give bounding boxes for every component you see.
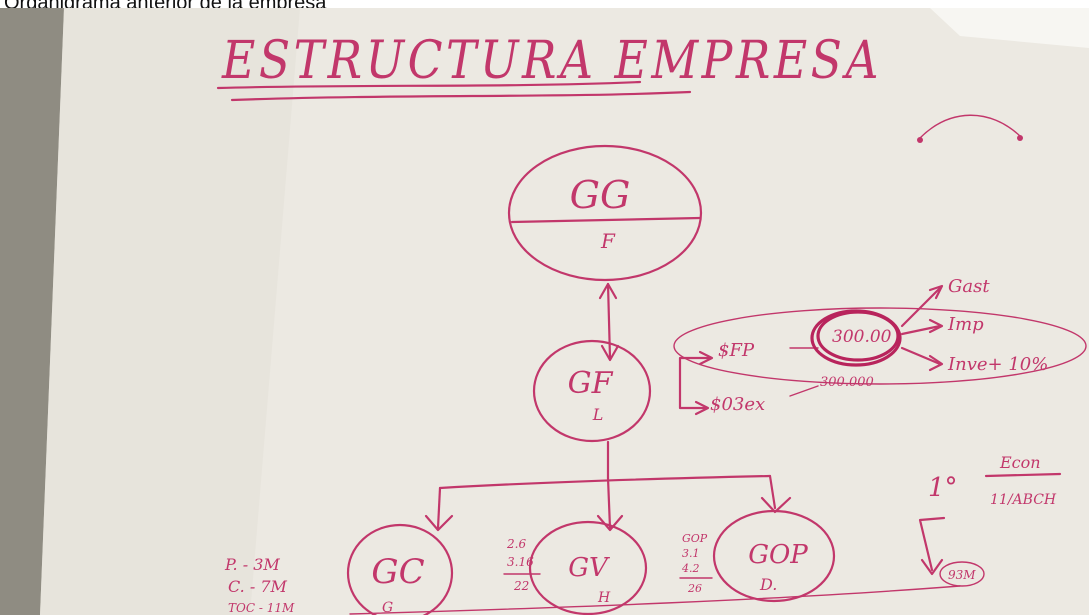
arrowhead-fp [698,350,714,366]
arrowhead-imp [928,318,944,334]
node-gc-sub: G [382,600,393,615]
arrowhead-03ex [694,400,710,416]
output-inve: Inve+ 10% [947,354,1048,375]
paper-sheet [40,8,1089,615]
finance-bubble [673,307,1087,385]
node-gf-label: GF [568,366,614,401]
amount-outputs [900,286,942,366]
whiteboard-photo: ESTRUCTURA EMPRESA GG F GF L $FP $03ex 3… [0,8,1089,615]
arrowhead-up [598,282,618,300]
node-gv-sub: H [597,590,611,606]
left-note-3: TOC - 11M [228,601,295,615]
gop-note-4: 26 [687,582,702,595]
node-gop-label: GOP [748,540,808,570]
node-gop-circle [712,509,836,603]
finance-bottom-amount: 300.000 [820,375,874,390]
tape-corner [930,8,1089,48]
node-gc-circle [346,523,454,615]
tree-leg-gc [436,486,442,530]
finance-amount: 300.00 [832,327,892,347]
right-tag: 93M [948,568,976,582]
arrow-gg-gf [606,282,612,360]
output-imp: Imp [947,314,984,335]
arrowhead-down [600,344,620,362]
scribble-dot-right [1017,135,1023,141]
right-tag-circle [939,561,985,587]
right-fraction-bar [984,472,1062,478]
tree-leg-gop [768,474,777,510]
node-gf-circle [532,339,652,443]
left-note-2: C. - 7M [228,577,288,596]
whiteboard-drawing: ESTRUCTURA EMPRESA GG F GF L $FP $03ex 3… [0,8,1089,615]
gv-note-3: 22 [513,579,529,593]
gop-note-3: 4.2 [681,562,700,575]
node-gv-circle [528,520,648,615]
node-gg-circle [507,144,703,282]
title-underline-2 [216,80,642,90]
gv-note-2: 3.16 [507,555,534,569]
node-gg-sub: F [600,229,616,253]
gop-note-2: 3.1 [682,547,700,560]
right-hook-arrowhead [920,558,944,576]
output-gast: Gast [948,276,990,297]
gop-note-1: GOP [682,532,708,545]
node-gg-label: GG [570,173,631,217]
arrowhead-gc [424,514,454,532]
right-fraction-top: Econ [999,453,1041,472]
right-hook-arrow [918,516,946,572]
paper-shadow [40,8,300,615]
title-underline [230,90,692,102]
right-fraction-bottom: 11/ABCH [990,492,1057,508]
node-gg-divider [510,216,702,224]
arrowhead-gv [596,514,624,532]
board-title: ESTRUCTURA EMPRESA [221,31,882,91]
finance-bottom-label: $03ex [710,394,765,415]
node-gv-label: GV [568,553,610,583]
arrowhead-inve [928,354,944,372]
node-gop-sub: D. [759,575,777,594]
finance-connector-2 [789,385,819,397]
finance-top-label: $FP [718,340,755,361]
right-step: 1° [928,473,958,503]
bottom-line [349,585,961,615]
tree-leg-gv [606,476,612,530]
arrowhead-gast [928,284,944,300]
node-gf-sub: L [592,405,604,424]
scribble-dot-left [917,137,923,143]
node-gc-label: GC [371,552,424,592]
scribble-arc [919,114,1021,139]
finance-branch-lines [678,356,712,410]
left-note-1: P. - 3M [224,555,280,574]
amount-circle-2 [810,309,902,367]
gv-note-1: 2.6 [506,537,526,551]
